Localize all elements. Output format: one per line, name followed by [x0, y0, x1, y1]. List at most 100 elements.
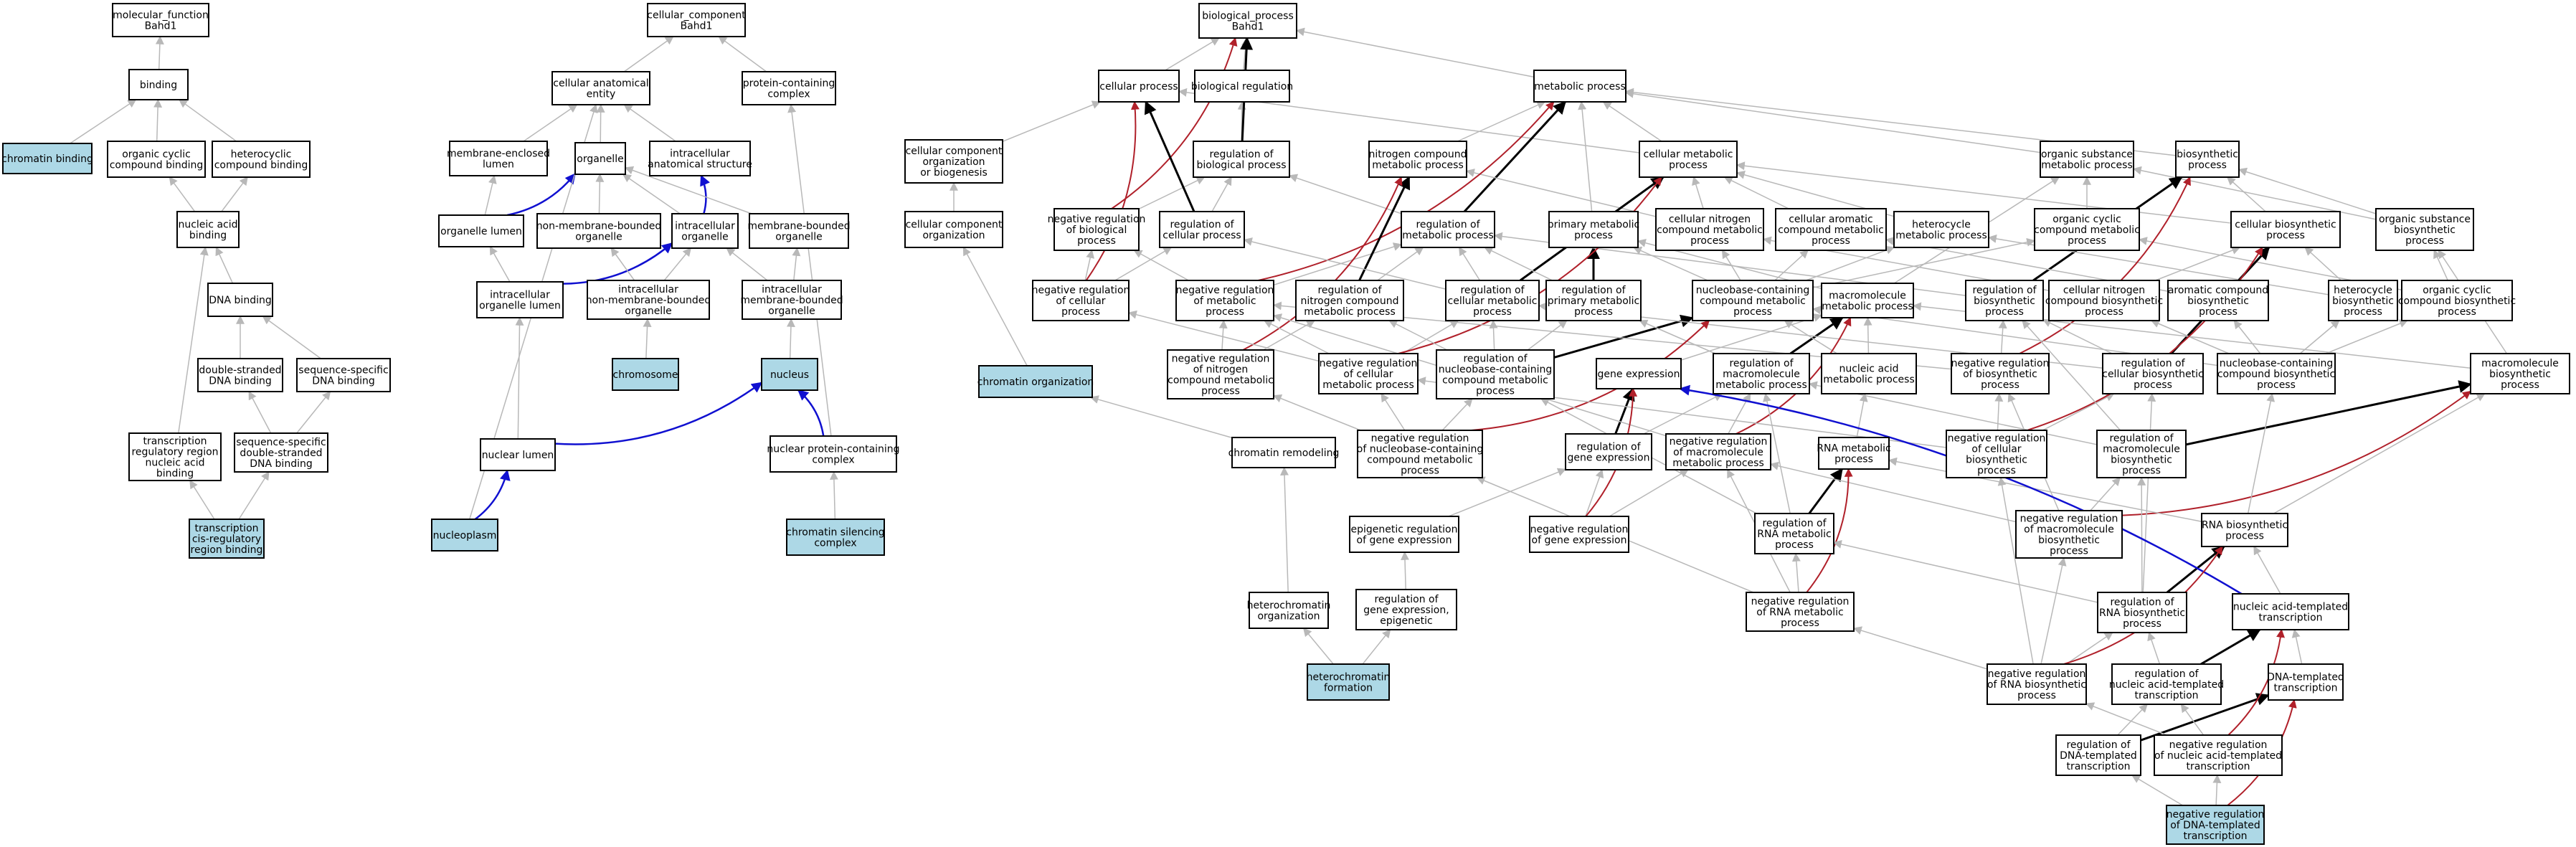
go-term-node[interactable]: organelle lumen — [438, 214, 524, 247]
go-term-node[interactable]: DNA binding — [207, 283, 273, 317]
go-term-node[interactable]: chromatin remodeling — [1228, 437, 1340, 468]
go-term-node[interactable]: chromatin organization — [977, 365, 1094, 398]
go-term-node[interactable]: binding — [128, 69, 189, 100]
go-term-node[interactable]: nucleoplasm — [431, 519, 498, 552]
go-term-node[interactable]: metabolic process — [1533, 70, 1626, 103]
go-term-node[interactable]: gene expression — [1596, 358, 1682, 389]
go-term-node[interactable]: organelle — [574, 142, 626, 175]
go-term-node[interactable]: nucleus — [761, 358, 818, 391]
go-term-node[interactable]: cellular process — [1098, 70, 1180, 103]
go-term-node[interactable]: nuclear lumen — [480, 438, 556, 471]
go-term-node[interactable]: chromosome — [612, 358, 679, 391]
go-term-node[interactable]: chromatin binding — [1, 143, 93, 174]
go-term-node[interactable]: biological regulation — [1191, 70, 1293, 103]
